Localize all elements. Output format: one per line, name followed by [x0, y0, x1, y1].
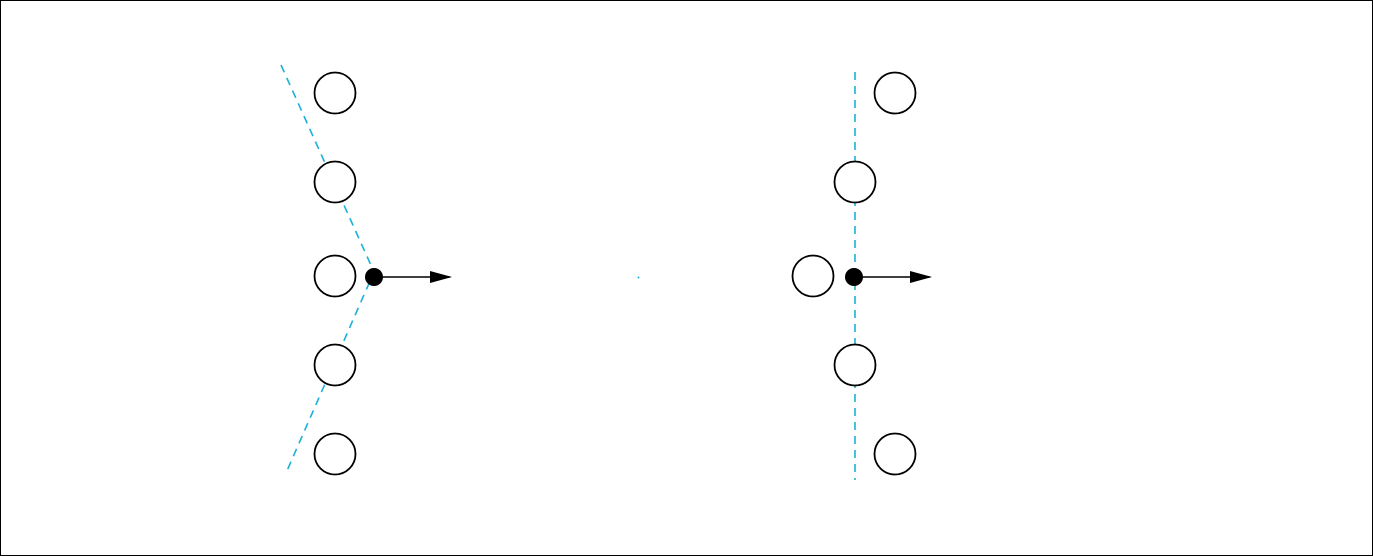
particle-circle	[873, 71, 917, 115]
particle-circle	[791, 254, 835, 298]
center-dot	[637, 276, 640, 279]
right-panel	[791, 71, 932, 480]
left-panel	[280, 64, 452, 476]
filled-dot	[845, 268, 863, 286]
particle-circle	[313, 254, 357, 298]
particle-circle	[873, 432, 917, 476]
particle-circle	[833, 160, 877, 204]
particle-circle	[313, 343, 357, 387]
particle-circle	[313, 71, 357, 115]
filled-dot	[365, 268, 383, 286]
particle-circle	[313, 160, 357, 204]
particle-circle	[833, 343, 877, 387]
particle-circle	[313, 432, 357, 476]
